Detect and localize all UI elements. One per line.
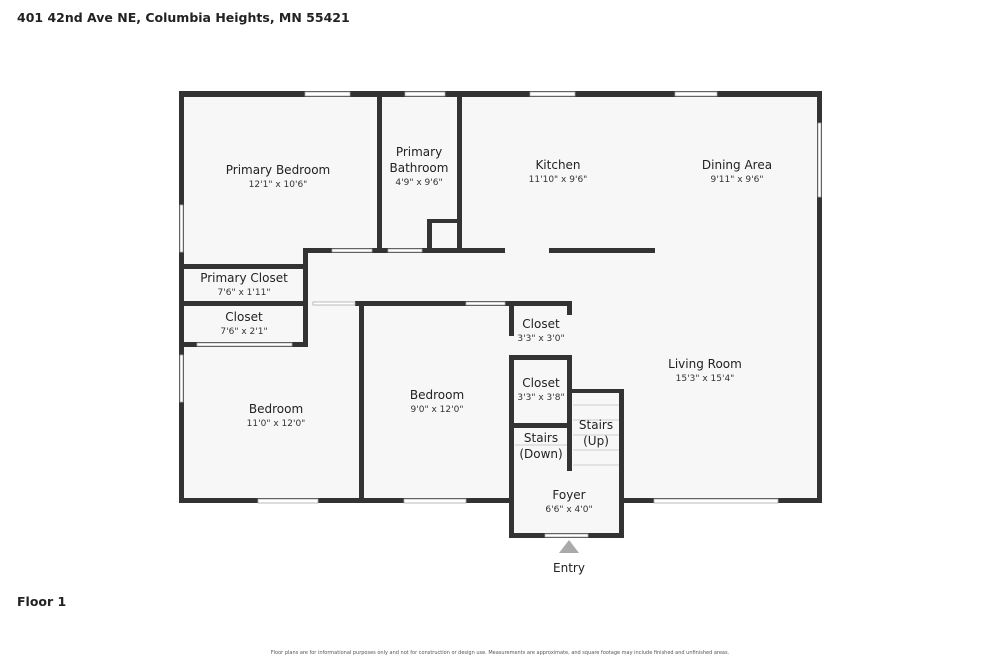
svg-text:15'3" x 15'4": 15'3" x 15'4" [676,374,735,384]
floor-label: Floor 1 [17,594,67,609]
disclaimer: Floor plans are for informational purpos… [270,650,730,656]
svg-text:Foyer: Foyer [552,488,585,502]
room-primary-bedroom: Primary Bedroom 12'1" x 10'6" [226,163,330,190]
entry-arrow-icon [559,540,579,553]
room-primary-bathroom: Primary Bathroom 4'9" x 9'6" [390,145,449,188]
room-stairs-up: Stairs (Up) [579,418,613,448]
svg-text:9'11" x 9'6": 9'11" x 9'6" [711,175,764,185]
windows [179,91,822,538]
room-foyer: Foyer 6'6" x 4'0" [545,488,592,515]
svg-text:Bathroom: Bathroom [390,161,449,175]
svg-text:Kitchen: Kitchen [535,158,580,172]
svg-text:Primary: Primary [396,145,442,159]
room-bedroom: Bedroom 9'0" x 12'0" [410,388,464,415]
svg-text:Living Room: Living Room [668,357,742,371]
svg-text:Primary Bedroom: Primary Bedroom [226,163,330,177]
svg-text:3'3" x 3'8": 3'3" x 3'8" [517,393,564,403]
room-closet: Closet 3'3" x 3'0" [517,317,564,344]
svg-text:Closet: Closet [522,376,560,390]
svg-text:Bedroom: Bedroom [410,388,464,402]
svg-text:Closet: Closet [225,310,263,324]
entry-label: Entry [553,561,585,575]
svg-text:(Up): (Up) [583,434,609,448]
svg-text:Stairs: Stairs [579,418,613,432]
svg-text:7'6" x 2'1": 7'6" x 2'1" [220,327,267,337]
room-dining-area: Dining Area 9'11" x 9'6" [702,158,772,185]
room-closet: Closet 7'6" x 2'1" [220,310,267,337]
svg-text:(Down): (Down) [519,447,562,461]
room-living-room: Living Room 15'3" x 15'4" [668,357,742,384]
svg-text:4'9" x 9'6": 4'9" x 9'6" [395,178,442,188]
room-bedroom: Bedroom 11'0" x 12'0" [247,402,306,429]
svg-text:9'0" x 12'0": 9'0" x 12'0" [411,405,464,415]
svg-text:Dining Area: Dining Area [702,158,772,172]
svg-text:3'3" x 3'0": 3'3" x 3'0" [517,334,564,344]
stair-treads [515,404,619,466]
room-stairs-down: Stairs (Down) [519,431,562,461]
svg-text:Bedroom: Bedroom [249,402,303,416]
svg-text:Primary Closet: Primary Closet [200,271,288,285]
svg-text:Stairs: Stairs [524,431,558,445]
room-closet: Closet 3'3" x 3'8" [517,376,564,403]
svg-text:12'1" x 10'6": 12'1" x 10'6" [249,180,308,190]
svg-text:11'10" x 9'6": 11'10" x 9'6" [529,175,588,185]
svg-text:6'6" x 4'0": 6'6" x 4'0" [545,505,592,515]
svg-text:11'0" x 12'0": 11'0" x 12'0" [247,419,306,429]
svg-text:7'6" x 1'11": 7'6" x 1'11" [218,288,271,298]
room-primary-closet: Primary Closet 7'6" x 1'11" [200,271,288,298]
svg-text:Closet: Closet [522,317,560,331]
floor-area [181,93,821,537]
room-kitchen: Kitchen 11'10" x 9'6" [529,158,588,185]
property-address: 401 42nd Ave NE, Columbia Heights, MN 55… [17,10,350,25]
